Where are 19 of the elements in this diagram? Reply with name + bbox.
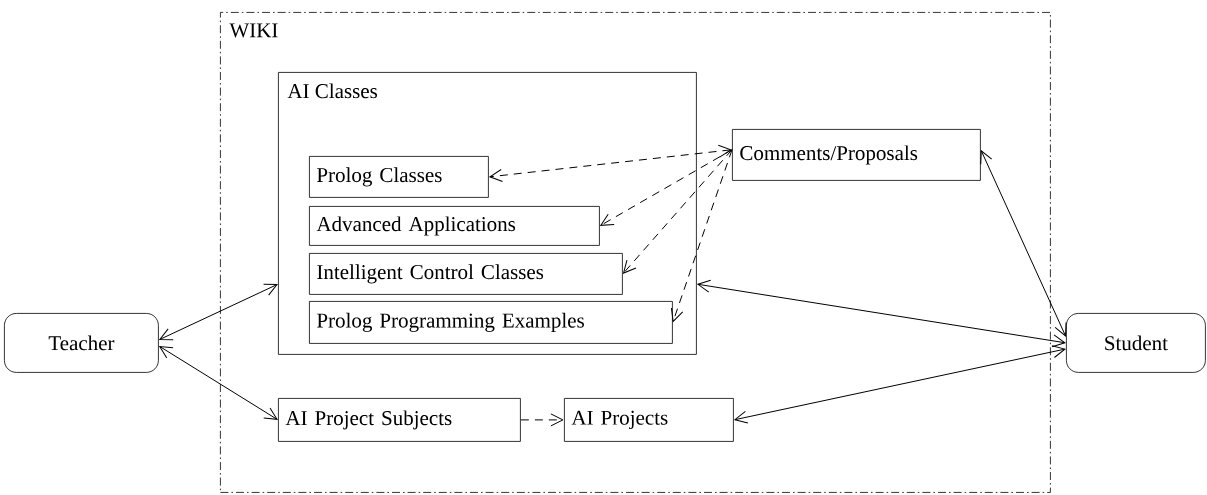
process-box: Intelligent Control Classes <box>309 253 623 295</box>
arrow <box>159 346 278 420</box>
dashed-arrow <box>520 413 564 427</box>
actor-box: Teacher <box>4 313 159 373</box>
process-box: Prolog Programming Examples <box>309 301 673 344</box>
arrow <box>980 150 1067 337</box>
arrow <box>159 283 278 341</box>
arrow <box>697 279 1066 348</box>
actor-box: Student <box>1066 313 1206 373</box>
process-box: AI Project Subjects <box>278 398 521 442</box>
dashed-arrow <box>600 149 733 226</box>
dashed-arrow <box>623 149 733 274</box>
arrow <box>734 345 1066 424</box>
process-box: Advanced Applications <box>309 206 600 246</box>
dashed-arrow <box>670 149 733 322</box>
dashed-arrow <box>489 144 732 182</box>
process-box: AI Projects <box>564 398 734 442</box>
process-box: Comments/Proposals <box>732 129 981 181</box>
process-box: Prolog Classes <box>309 156 489 198</box>
